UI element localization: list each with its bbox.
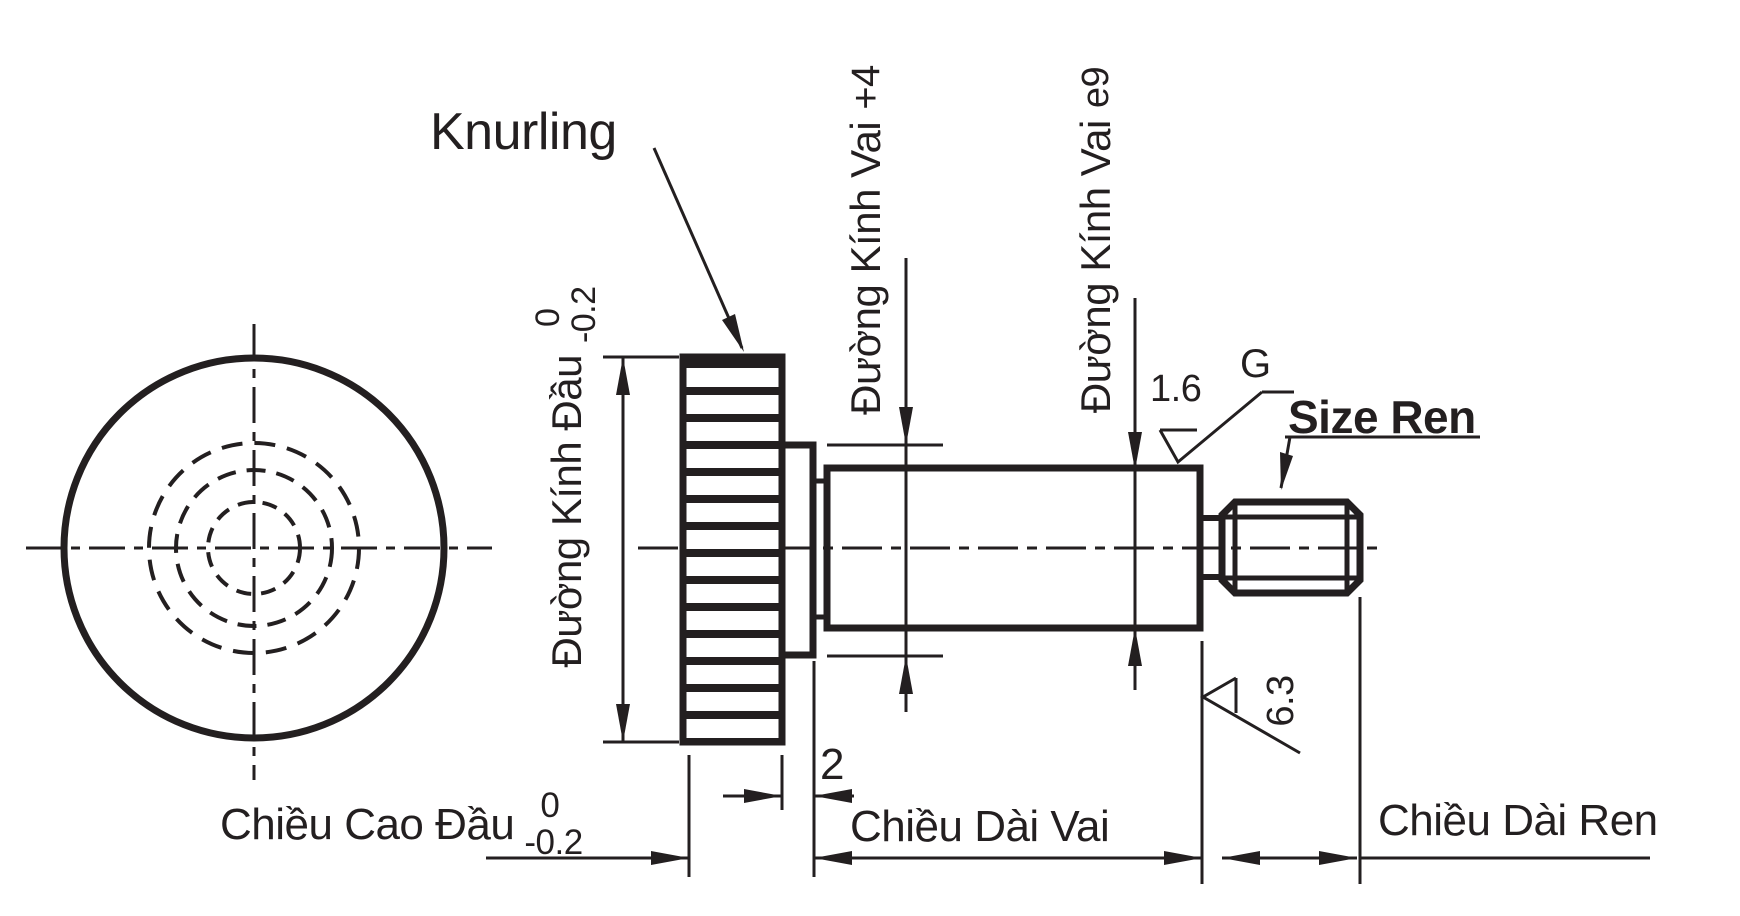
head-diameter-label: Đường Kính Đầu 0 -0.2 [517, 277, 617, 677]
head-height-tolerance: 0 -0.2 [524, 786, 583, 862]
surface-finish-top-value: 1.6 [1150, 368, 1202, 410]
surface-finish-icon-side [1199, 676, 1301, 755]
collar-width-value: 2 [820, 740, 844, 789]
head-diameter-text: Đường Kính Đầu [543, 355, 590, 668]
surface-finish-side-value: 6.3 [1259, 675, 1302, 727]
head-height-label: Chiều Cao Đầu 0 -0.2 [220, 786, 583, 862]
end-view-circles [60, 354, 448, 742]
shoulder-diameter-e9-label: Đường Kính Vai e9 [1072, 66, 1119, 414]
collar [778, 441, 817, 659]
knurled-head [679, 353, 786, 746]
size-ren-callout: Size Ren [1288, 391, 1476, 443]
head-diameter-tolerance: 0 -0.2 [529, 286, 603, 344]
surface-finish-grade: G [1240, 342, 1271, 386]
surface-finish-icon-top [1158, 390, 1294, 465]
shoulder-diameter-plus4-label: Đường Kính Vai +4 [842, 65, 889, 415]
thread-length-label: Chiều Dài Ren [1378, 796, 1658, 845]
part-outline [679, 353, 1364, 746]
arrowheads [616, 314, 1357, 865]
knurling-callout: Knurling [430, 103, 617, 161]
shoulder-length-label: Chiều Dài Vai [850, 802, 1110, 851]
